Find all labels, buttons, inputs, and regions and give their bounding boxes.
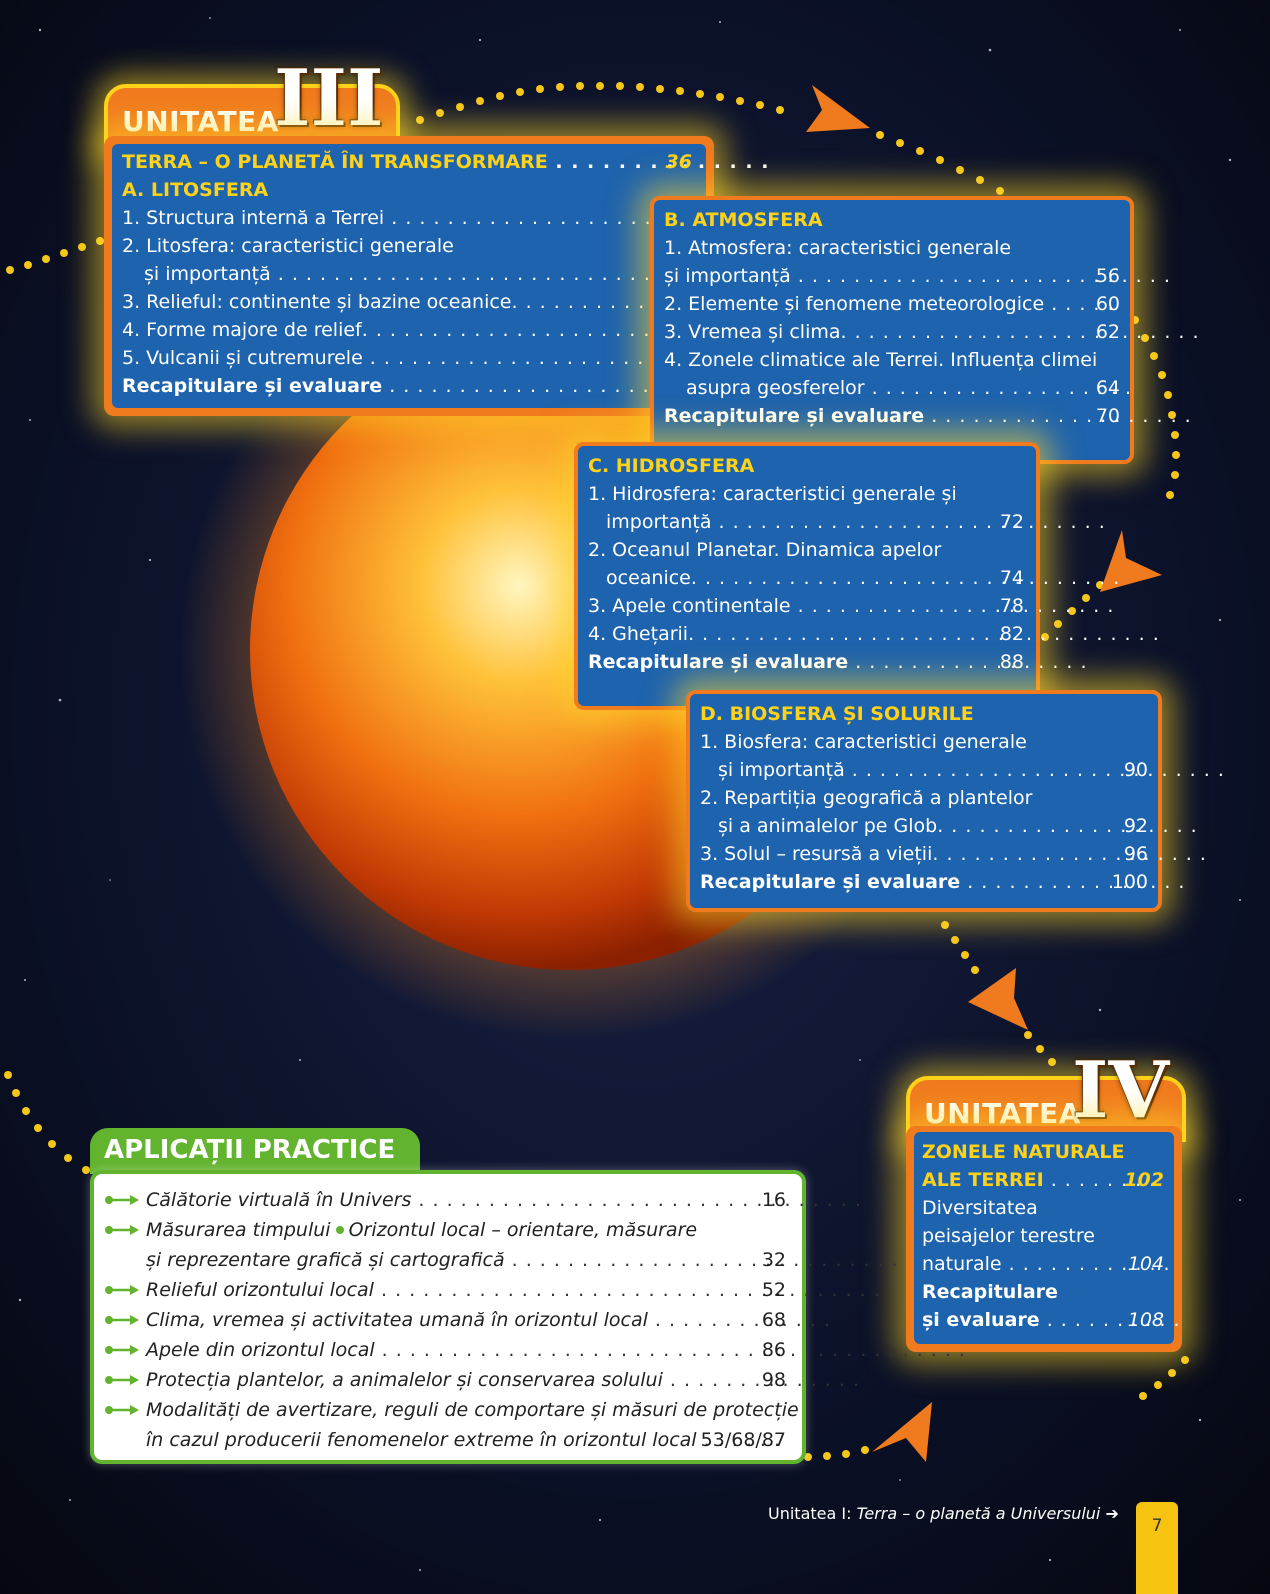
arrow-bullet-icon xyxy=(105,1405,139,1415)
arrow-bullet-icon xyxy=(105,1285,139,1295)
toc-entry[interactable]: Relieful orizontului local . . . . . . .… xyxy=(105,1278,880,1302)
toc-entry[interactable]: și importanță . . . . . . . . . . . . . … xyxy=(664,265,1171,287)
aplicatii-panel: Călătorie virtuală în Univers . . . . . … xyxy=(90,1170,965,1464)
toc-entry[interactable]: 2. Elemente și fenomene meteorologice . … xyxy=(664,293,1120,315)
toc-entry[interactable]: 4. Forme majore de relief. . . . . . . .… xyxy=(122,319,696,341)
toc-entry[interactable]: importanță . . . . . . . . . . . . . . .… xyxy=(606,511,1106,533)
toc-entry[interactable]: 1. Biosfera: caracteristici generale xyxy=(700,731,1027,753)
arrow-bullet-icon xyxy=(105,1195,139,1205)
toc-entry[interactable]: 2. Oceanul Planetar. Dinamica apelor xyxy=(588,539,942,561)
toc-entry[interactable]: Protecția plantelor, a animalelor și con… xyxy=(105,1368,859,1392)
toc-entry[interactable]: Clima, vremea și activitatea umană în or… xyxy=(105,1308,830,1332)
toc-entry-review[interactable]: și evaluare . . . . . . . . . . 108 xyxy=(922,1309,1181,1331)
unit4-heading-line2: ALE TERREI xyxy=(922,1169,1044,1191)
hidrosfera-panel: C. HIDROSFERA 1. Hidrosfera: caracterist… xyxy=(574,442,1160,710)
toc-entry[interactable]: ALE TERREI . . . . . . . . 102 xyxy=(922,1169,1164,1191)
litosfera-panel: TERRA – O PLANETĂ ÎN TRANSFORMARE . . . … xyxy=(104,136,768,416)
arrow-right-icon: ➔ xyxy=(1105,1504,1119,1523)
unit3-heading: TERRA – O PLANETĂ ÎN TRANSFORMARE xyxy=(122,151,548,173)
unit3-heading-page: 36 xyxy=(665,151,692,173)
atmosfera-title: B. ATMOSFERA xyxy=(664,209,823,231)
toc-entry[interactable]: și importanță . . . . . . . . . . . . . … xyxy=(144,263,722,285)
arrow-bullet-icon xyxy=(105,1345,139,1355)
unit4-panel: ZONELE NATURALE ALE TERREI . . . . . . .… xyxy=(906,1126,1182,1352)
unit4-label: UNITATEA xyxy=(924,1097,1081,1130)
bullet-dot-icon xyxy=(335,1226,344,1234)
unit3-numeral: III xyxy=(274,53,384,144)
toc-entry[interactable]: 3. Vremea și clima. . . . . . . . . . . … xyxy=(664,321,1200,343)
toc-entry[interactable]: și importanță . . . . . . . . . . . . . … xyxy=(718,759,1225,781)
toc-entry[interactable]: peisajelor terestre xyxy=(922,1225,1095,1247)
atmosfera-panel: B. ATMOSFERA 1. Atmosfera: caracteristic… xyxy=(650,196,1200,464)
toc-entry[interactable]: Diversitatea xyxy=(922,1197,1038,1219)
toc-entry[interactable]: oceanice. . . . . . . . . . . . . . . . … xyxy=(606,567,1121,589)
toc-entry[interactable]: și reprezentare grafică și cartografică … xyxy=(146,1249,899,1271)
arrow-bullet-icon xyxy=(105,1225,139,1235)
hidrosfera-title: C. HIDROSFERA xyxy=(588,455,755,477)
toc-entry[interactable]: 2. Litosfera: caracteristici generale xyxy=(122,235,454,257)
toc-entry-review[interactable]: Recapitulare și evaluare . . . . . . . .… xyxy=(588,651,1088,673)
toc-entry[interactable]: Recapitulare xyxy=(922,1281,1058,1303)
toc-entry[interactable]: 1. Structura internă a Terrei . . . . . … xyxy=(122,207,696,229)
toc-entry[interactable]: 1. Hidrosfera: caracteristici generale ș… xyxy=(588,483,957,505)
toc-entry[interactable]: Modalități de avertizare, reguli de comp… xyxy=(105,1398,799,1422)
toc-entry[interactable]: Călătorie virtuală în Univers . . . . . … xyxy=(105,1188,861,1212)
footer-chapter: Unitatea I: Terra – o planetă a Universu… xyxy=(768,1504,1119,1523)
toc-entry-review[interactable]: Recapitulare și evaluare . . . . . . . .… xyxy=(664,405,1192,427)
toc-entry[interactable]: Apele din orizontul local . . . . . . . … xyxy=(105,1338,965,1362)
biosfera-panel: D. BIOSFERA ȘI SOLURILE 1. Biosfera: car… xyxy=(686,690,1225,912)
toc-entry[interactable]: 5. Vulcanii și cutremurele . . . . . . .… xyxy=(122,347,696,369)
arrow-bullet-icon xyxy=(105,1315,139,1325)
aplicatii-title: APLICAȚII PRACTICE xyxy=(104,1135,396,1165)
toc-entry-review[interactable]: Recapitulare și evaluare . . . . . . . .… xyxy=(122,375,707,397)
toc-entry[interactable]: 4. Ghețarii. . . . . . . . . . . . . . .… xyxy=(588,623,1160,645)
toc-entry-review[interactable]: Recapitulare și evaluare . . . . . . . .… xyxy=(700,871,1186,893)
arrow-bullet-icon xyxy=(105,1375,139,1385)
toc-entry[interactable]: 2. Repartiția geografică a plantelor xyxy=(700,787,1033,809)
toc-entry[interactable]: 3. Relieful: continente și bazine oceani… xyxy=(122,291,696,313)
toc-entry[interactable]: 4. Zonele climatice ale Terrei. Influenț… xyxy=(664,349,1098,371)
toc-entry[interactable]: 3. Solul – resursă a vieții. . . . . . .… xyxy=(700,843,1207,865)
unit4-heading-line1: ZONELE NATURALE xyxy=(922,1141,1125,1163)
page-number: 7 xyxy=(1136,1502,1178,1594)
unit3-label: UNITATEA xyxy=(122,105,279,138)
toc-entry[interactable]: în cazul producerii fenomenelor extreme … xyxy=(146,1429,786,1451)
aplicatii-tab: APLICAȚII PRACTICE xyxy=(90,1128,420,1174)
unit4-numeral: IV xyxy=(1072,1045,1170,1136)
toc-entry[interactable]: naturale . . . . . . . . . . . . 104 xyxy=(922,1253,1171,1275)
biosfera-title: D. BIOSFERA ȘI SOLURILE xyxy=(700,703,974,725)
toc-entry[interactable]: asupra geosferelor . . . . . . . . . . .… xyxy=(686,377,1133,399)
toc-entry[interactable]: 1. Atmosfera: caracteristici generale xyxy=(664,237,1012,259)
toc-entry[interactable]: 3. Apele continentale . . . . . . . . . … xyxy=(588,595,1115,617)
toc-entry[interactable]: și a animalelor pe Glob. . . . . . . . .… xyxy=(718,815,1198,837)
litosfera-title: A. LITOSFERA xyxy=(122,179,269,201)
